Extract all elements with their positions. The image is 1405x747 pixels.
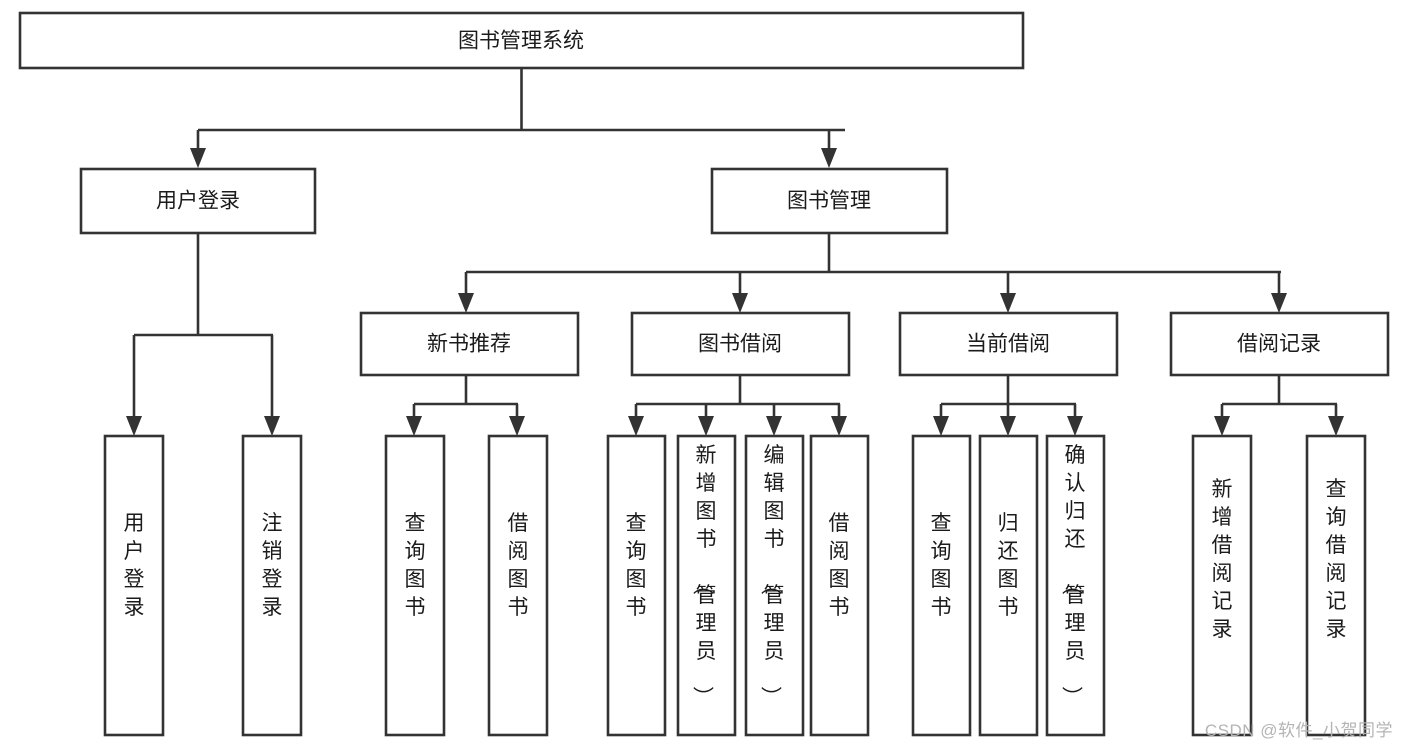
leaf-add-borrow-record-box[interactable] <box>1191 434 1253 737</box>
node-new-book-recommend-box[interactable] <box>359 311 580 377</box>
leaf-query-book-current-box[interactable] <box>911 434 972 737</box>
arrowhead-current-l3 <box>1067 416 1083 436</box>
leaf-confirm-return-admin-label: 确认归还（管理员） <box>1060 444 1086 707</box>
connector-layer <box>126 68 1344 436</box>
leaf-edit-book-admin-box[interactable] <box>744 434 805 737</box>
arrowhead-new-l1 <box>406 416 422 436</box>
node-root-box[interactable] <box>18 11 1025 70</box>
arrowhead-current-l2 <box>1000 416 1016 436</box>
leaf-add-book-admin-box[interactable] <box>676 434 737 737</box>
arrowhead-borrow-l1 <box>628 416 644 436</box>
arrowhead-user-login <box>190 148 206 168</box>
arrowhead-book-mgmt <box>821 148 837 168</box>
leaf-user-login-label: 用户登录 <box>124 512 145 619</box>
node-borrow-record-box[interactable] <box>1169 311 1390 377</box>
node-borrow-record[interactable]: 借阅记录 <box>1169 311 1390 377</box>
leaf-query-book-new-label: 查询图书 <box>405 512 426 619</box>
leaf-logout-box[interactable] <box>241 434 303 737</box>
node-book-borrow-box[interactable] <box>630 311 851 377</box>
leaf-query-book-new[interactable]: 查询图书 <box>384 434 446 737</box>
arrowhead-current-borrow <box>1000 293 1016 313</box>
leaf-query-borrow-record[interactable]: 查询借阅记录 <box>1305 434 1367 737</box>
leaf-borrow-book-new[interactable]: 借阅图书 <box>487 434 549 737</box>
node-current-borrow-label: 当前借阅 <box>966 333 1050 356</box>
leaf-user-login[interactable]: 用户登录 <box>103 434 165 737</box>
leaf-confirm-return-admin[interactable]: 确认归还（管理员） <box>1045 434 1106 737</box>
arrowhead-ul-leaf1 <box>126 416 142 436</box>
node-current-borrow[interactable]: 当前借阅 <box>898 311 1119 377</box>
node-user-login-box[interactable] <box>79 167 317 235</box>
leaf-query-book-borrow-box[interactable] <box>606 434 667 737</box>
leaf-logout[interactable]: 注销登录 <box>241 434 303 737</box>
leaf-add-borrow-record-label: 新增借阅记录 <box>1212 478 1233 641</box>
arrowhead-ul-leaf2 <box>264 416 280 436</box>
arrowhead-current-l1 <box>933 416 949 436</box>
leaf-borrow-book-label: 借阅图书 <box>829 512 850 619</box>
node-root-label: 图书管理系统 <box>458 30 584 53</box>
arrowhead-borrow-record <box>1271 293 1287 313</box>
leaf-user-login-box[interactable] <box>103 434 165 737</box>
node-borrow-record-label: 借阅记录 <box>1237 333 1321 356</box>
arrowhead-borrow-l2 <box>698 416 714 436</box>
arrowhead-new-book <box>458 293 474 313</box>
arrowhead-borrow-l4 <box>831 416 847 436</box>
node-book-management[interactable]: 图书管理 <box>710 167 949 235</box>
leaf-query-borrow-record-label: 查询借阅记录 <box>1326 478 1347 641</box>
leaf-borrow-book[interactable]: 借阅图书 <box>809 434 870 737</box>
leaf-query-borrow-record-box[interactable] <box>1305 434 1367 737</box>
leaf-return-book-label: 归还图书 <box>998 512 1019 619</box>
leaf-query-book-borrow[interactable]: 查询图书 <box>606 434 667 737</box>
leaf-query-book-current[interactable]: 查询图书 <box>911 434 972 737</box>
arrowhead-borrow-l3 <box>766 416 782 436</box>
node-book-borrow-label: 图书借阅 <box>698 333 782 356</box>
leaf-borrow-book-new-box[interactable] <box>487 434 549 737</box>
leaf-return-book-box[interactable] <box>978 434 1039 737</box>
arrowhead-record-l2 <box>1328 416 1344 436</box>
leaf-logout-label: 注销登录 <box>262 512 283 619</box>
node-book-management-label: 图书管理 <box>787 190 871 213</box>
node-book-management-box[interactable] <box>710 167 949 235</box>
arrowhead-new-l2 <box>509 416 525 436</box>
leaf-add-borrow-record[interactable]: 新增借阅记录 <box>1191 434 1253 737</box>
node-book-borrow[interactable]: 图书借阅 <box>630 311 851 377</box>
leaf-add-book-admin[interactable]: 新增图书（管理员） <box>676 434 737 737</box>
leaf-edit-book-admin[interactable]: 编辑图书（管理员） <box>744 434 805 737</box>
leaf-query-book-borrow-label: 查询图书 <box>626 512 647 619</box>
leaf-confirm-return-admin-box[interactable] <box>1045 434 1106 737</box>
node-root-system[interactable]: 图书管理系统 <box>18 11 1025 70</box>
leaf-edit-book-admin-label: 编辑图书（管理员） <box>759 444 785 707</box>
node-new-book-recommend-label: 新书推荐 <box>427 333 511 356</box>
leaf-add-book-admin-label: 新增图书（管理员） <box>691 444 717 707</box>
arrowhead-record-l1 <box>1214 416 1230 436</box>
arrowhead-book-borrow <box>732 293 748 313</box>
leaf-borrow-book-new-label: 借阅图书 <box>508 512 529 619</box>
leaf-query-book-current-label: 查询图书 <box>931 512 952 619</box>
node-user-login[interactable]: 用户登录 <box>79 167 317 235</box>
node-current-borrow-box[interactable] <box>898 311 1119 377</box>
node-new-book-recommend[interactable]: 新书推荐 <box>359 311 580 377</box>
leaf-borrow-book-box[interactable] <box>809 434 870 737</box>
node-user-login-label: 用户登录 <box>156 190 240 213</box>
leaf-return-book[interactable]: 归还图书 <box>978 434 1039 737</box>
leaf-query-book-new-box[interactable] <box>384 434 446 737</box>
